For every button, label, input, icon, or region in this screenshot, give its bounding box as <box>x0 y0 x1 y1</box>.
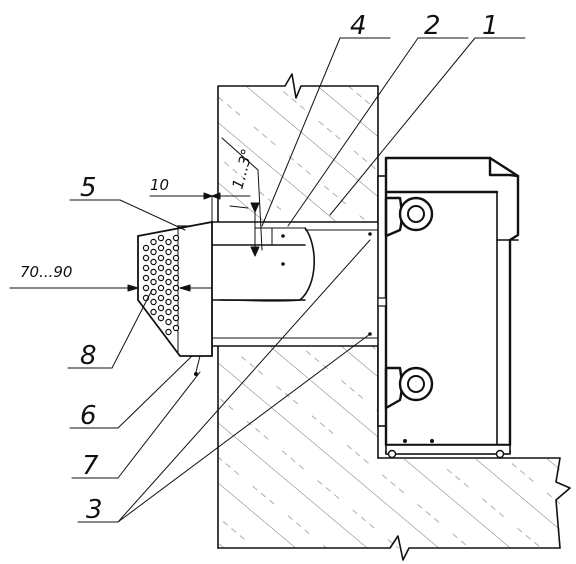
grille-hole <box>157 284 165 292</box>
grille-hole <box>172 264 180 272</box>
label-6: 6 <box>80 401 97 431</box>
grille-hole <box>150 278 157 286</box>
outer-grille <box>137 220 213 376</box>
grille-holes <box>142 234 180 336</box>
label-3: 3 <box>86 495 103 525</box>
grille-hole <box>142 274 150 282</box>
grille-hole <box>142 284 150 292</box>
grille-hole <box>172 234 180 242</box>
grille-hole <box>172 284 180 292</box>
grille-hole <box>172 254 180 262</box>
grille-hole <box>172 314 180 322</box>
grille-hole <box>172 304 180 312</box>
grille-hole <box>157 264 165 272</box>
grille-hole <box>150 308 157 316</box>
grille-hole <box>142 254 150 262</box>
grille-hole <box>157 314 165 322</box>
grille-hole <box>142 244 150 252</box>
label-1: 1 <box>482 11 499 41</box>
grille-hole <box>150 258 157 266</box>
grille-hole <box>165 278 172 286</box>
grille-hole <box>157 234 165 242</box>
grille-hole <box>165 258 172 266</box>
grille-hole <box>157 304 165 312</box>
grille-hole <box>172 274 180 282</box>
dimension-lines <box>9 137 263 292</box>
part-labels: 1 2 4 5 8 6 7 3 <box>80 11 499 525</box>
leader-lines <box>67 37 526 523</box>
grille-hole <box>165 298 172 306</box>
grille-hole <box>165 308 172 316</box>
grille-hole <box>157 254 165 262</box>
grille-hole <box>165 248 172 256</box>
grille-hole <box>172 244 180 252</box>
grille-hole <box>165 328 172 336</box>
grille-hole <box>165 288 172 296</box>
grille-hole <box>172 294 180 302</box>
label-2: 2 <box>424 11 441 41</box>
label-4: 4 <box>350 11 367 41</box>
grille-hole <box>150 268 157 276</box>
grille-hole <box>172 324 180 332</box>
boiler-unit <box>377 156 520 459</box>
grille-hole <box>142 264 150 272</box>
grille-hole <box>150 248 157 256</box>
label-8: 8 <box>80 341 97 371</box>
grille-hole <box>165 268 172 276</box>
grille-hole <box>150 298 157 306</box>
label-7: 7 <box>82 451 99 481</box>
grille-hole <box>165 238 172 246</box>
grille-hole <box>157 274 165 282</box>
grille-hole <box>157 244 165 252</box>
label-5: 5 <box>80 173 97 203</box>
grille-hole <box>150 238 157 246</box>
grille-hole <box>157 294 165 302</box>
grille-hole <box>165 318 172 326</box>
dimension-depth: 10 <box>150 176 169 194</box>
dimension-gap: 70...90 <box>20 263 72 281</box>
